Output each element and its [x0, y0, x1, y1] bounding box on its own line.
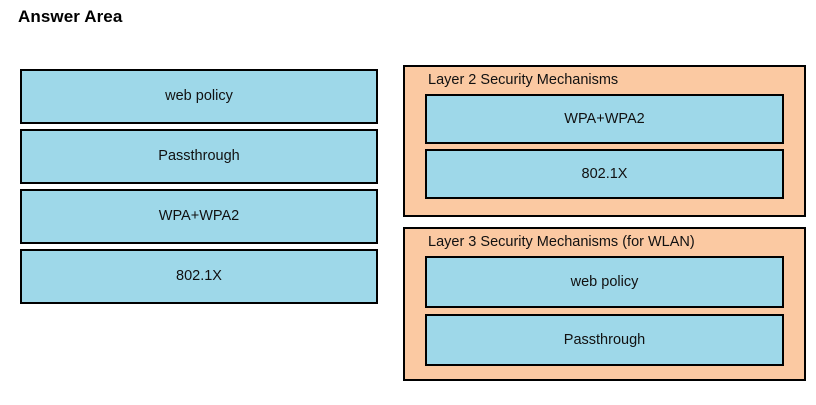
- page-title: Answer Area: [18, 7, 123, 26]
- source-tile-label: web policy: [165, 88, 233, 105]
- drop-slot-label: WPA+WPA2: [564, 110, 645, 127]
- drop-target-column: Layer 2 Security Mechanisms WPA+WPA2 802…: [403, 65, 806, 381]
- source-tile-802-1x[interactable]: 802.1X: [20, 249, 378, 304]
- source-tile-passthrough[interactable]: Passthrough: [20, 129, 378, 184]
- drag-source-list: web policy Passthrough WPA+WPA2 802.1X: [20, 69, 378, 304]
- source-tile-label: 802.1X: [176, 268, 222, 285]
- panel-layer-2-security-mechanisms[interactable]: Layer 2 Security Mechanisms WPA+WPA2 802…: [403, 65, 806, 217]
- drop-slot-layer2-1[interactable]: WPA+WPA2: [425, 93, 784, 144]
- drop-slot-label: Passthrough: [563, 331, 646, 348]
- source-tile-label: WPA+WPA2: [158, 208, 240, 225]
- source-tile-wpa-wpa2[interactable]: WPA+WPA2: [20, 189, 378, 244]
- panel-title-layer-3: Layer 3 Security Mechanisms (for WLAN): [428, 234, 695, 250]
- panel-layer-3-security-mechanisms[interactable]: Layer 3 Security Mechanisms (for WLAN) w…: [403, 227, 806, 381]
- source-tile-label: Passthrough: [158, 148, 240, 165]
- panel-title-layer-2: Layer 2 Security Mechanisms: [428, 72, 619, 88]
- drop-slot-label: web policy: [570, 273, 639, 290]
- drop-slot-layer3-1[interactable]: web policy: [425, 255, 784, 308]
- drop-slot-label: 802.1X: [581, 165, 628, 182]
- drop-slot-layer2-2[interactable]: 802.1X: [425, 148, 784, 199]
- drop-slot-layer3-2[interactable]: Passthrough: [425, 313, 784, 366]
- source-tile-web-policy[interactable]: web policy: [20, 69, 378, 124]
